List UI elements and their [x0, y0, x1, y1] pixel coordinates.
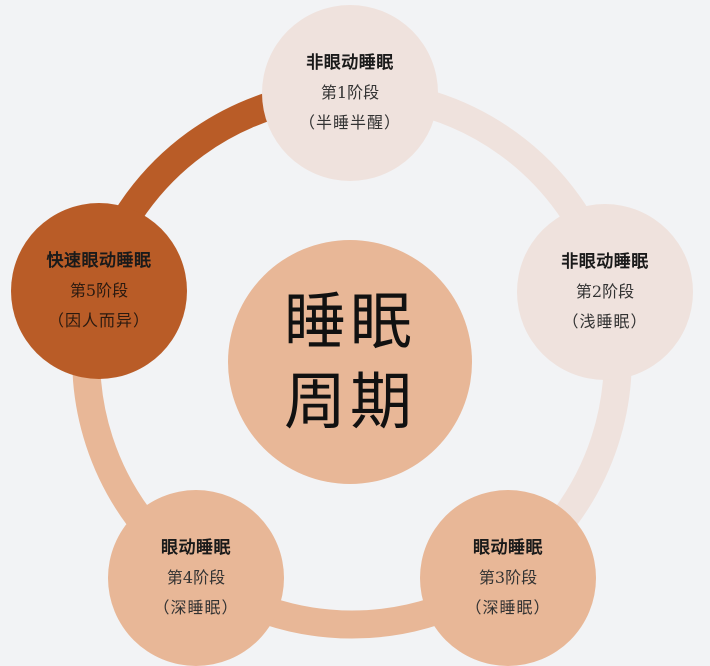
stage-number: 第2阶段	[575, 282, 635, 301]
stage-type: 眼动睡眠	[161, 538, 231, 558]
stage-node-2: 非眼动睡眠 第2阶段 （浅睡眠）	[517, 204, 693, 380]
stage-description: （因人而异）	[47, 311, 150, 330]
stage-node-5: 快速眼动睡眠 第5阶段 （因人而异）	[11, 203, 187, 379]
stage-type: 非眼动睡眠	[306, 53, 394, 73]
stage-number: 第3阶段	[478, 568, 538, 587]
stage-number: 第1阶段	[320, 83, 380, 102]
stage-description: （浅睡眠）	[562, 312, 648, 331]
center-title-line2: 周期	[283, 365, 416, 438]
stage-description: （深睡眠）	[465, 598, 551, 617]
stage-node-4: 眼动睡眠 第4阶段 （深睡眠）	[108, 490, 284, 666]
stage-description: （深睡眠）	[153, 598, 239, 617]
stage-number: 第5阶段	[69, 281, 129, 300]
center-title-circle: 睡眠 周期	[228, 240, 472, 484]
stage-description: （半睡半醒）	[298, 113, 401, 132]
stage-type: 眼动睡眠	[473, 538, 543, 558]
center-title-line1: 睡眠	[283, 285, 416, 358]
stage-type: 快速眼动睡眠	[46, 251, 152, 271]
stage-node-1: 非眼动睡眠 第1阶段 （半睡半醒）	[262, 5, 438, 181]
stage-node-3: 眼动睡眠 第3阶段 （深睡眠）	[420, 490, 596, 666]
stage-type: 非眼动睡眠	[561, 252, 649, 272]
stage-number: 第4阶段	[166, 568, 226, 587]
